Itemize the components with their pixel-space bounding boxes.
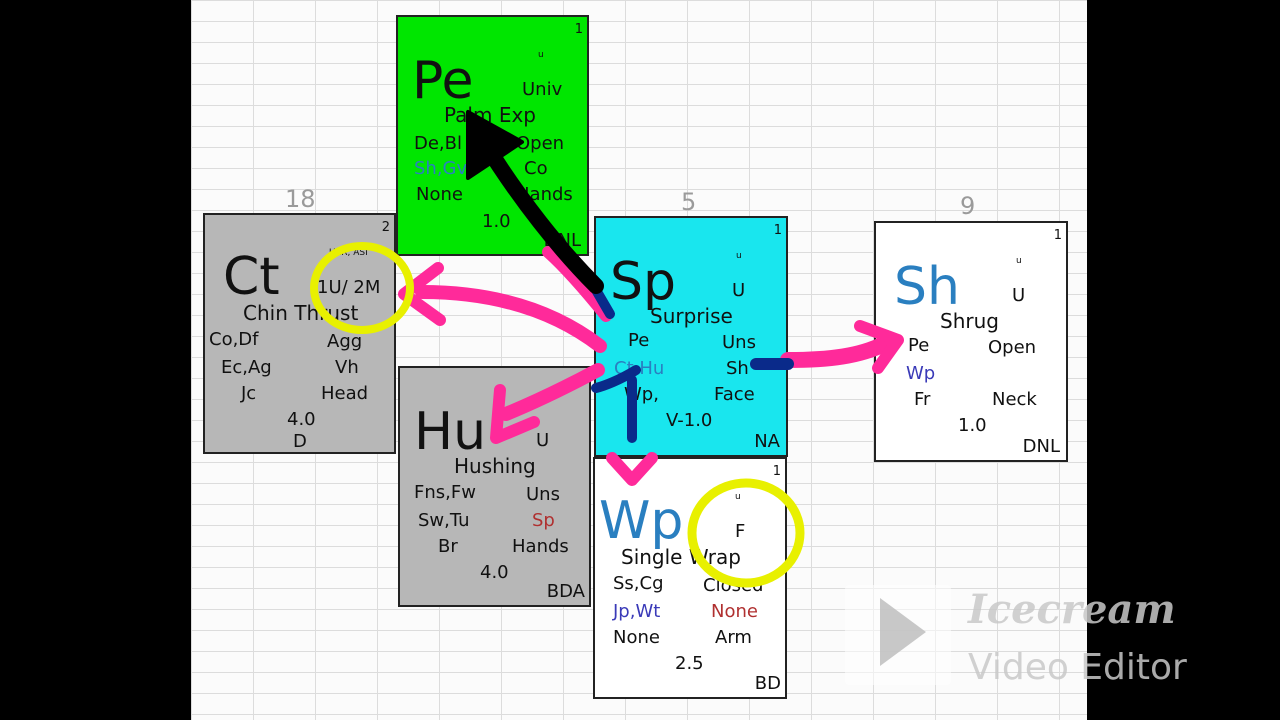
tile-name: Chin Thrust — [243, 301, 359, 325]
play-icon — [880, 598, 926, 666]
tile-left-1: Co,Df — [209, 329, 259, 350]
tile-name: Hushing — [454, 454, 536, 478]
tile-left-2: Jp,Wt — [613, 601, 661, 622]
tile-right-2: Co — [524, 158, 548, 179]
tile-left-1: De,Bl — [414, 133, 463, 154]
tile-left-1: Pe — [628, 330, 650, 351]
watermark-brand: Icecream — [968, 586, 1176, 633]
tile-symbol: Ct — [223, 247, 280, 307]
tile-superscript: u — [736, 251, 742, 261]
tile-right-1: Agg — [327, 331, 363, 352]
tile-symbol: Sp — [610, 252, 677, 312]
tile-left-2: Sh,Gv — [414, 158, 468, 179]
tile-code: NA — [754, 431, 780, 452]
tile-left-3: Fr — [914, 389, 931, 410]
tile-top-right: 1U/ 2M — [317, 277, 381, 298]
tile-corner-number: 1 — [1053, 228, 1062, 243]
tile-name: Single Wrap — [621, 545, 741, 569]
column-number-sh: 9 — [960, 192, 976, 220]
column-number-ct: 18 — [285, 185, 316, 213]
tile-top-right: U — [536, 430, 550, 451]
tile-code: BDA — [546, 581, 585, 602]
tile-superscript: u — [538, 50, 544, 60]
tile-code: DNL — [543, 230, 581, 251]
tile-top-right: U — [1012, 285, 1026, 306]
tile-superscript: u — [735, 492, 741, 502]
tile-chin-thrust: 2 Ct UER, ASI 1U/ 2M Chin Thrust Co,Df A… — [203, 213, 396, 454]
tile-value: 1.0 — [958, 415, 987, 436]
tile-superscript: u — [1016, 256, 1022, 266]
tile-value: V-1.0 — [666, 410, 713, 431]
tile-symbol: Pe — [412, 51, 474, 111]
tile-right-3: Hands — [516, 184, 573, 205]
tile-left-2: Wp — [906, 363, 936, 384]
tile-value: 4.0 — [287, 409, 316, 430]
tile-superscript: UER, ASI — [329, 248, 368, 258]
tile-corner-number: 2 — [576, 373, 585, 388]
tile-right-3: Hands — [512, 536, 569, 557]
tile-right-2: Sp — [532, 510, 555, 531]
tile-right-2: Vh — [335, 357, 359, 378]
tile-code: D — [293, 431, 307, 452]
tile-value: 4.0 — [480, 562, 509, 583]
tile-single-wrap: 1 Wp u F Single Wrap Ss,Cg Closed Jp,Wt … — [593, 457, 787, 699]
tile-corner-number: 2 — [381, 220, 390, 235]
tile-code: DNL — [1022, 436, 1060, 457]
tile-right-3: Arm — [715, 627, 752, 648]
tile-palm-exp: 1 Pe u Univ Palm Exp De,Bl Open Sh,Gv Co… — [396, 15, 589, 256]
tile-top-right: F — [735, 521, 746, 542]
tile-top-right: Univ — [522, 79, 563, 100]
tile-symbol: Wp — [599, 491, 684, 551]
tile-hushing: 2 Hu U Hushing Fns,Fw Uns Sw,Tu Sp Br Ha… — [398, 366, 591, 607]
tile-right-3: Head — [321, 383, 369, 404]
tile-shrug: 1 Sh u U Shrug Pe Open Wp Fr Neck 1.0 DN… — [874, 221, 1068, 462]
tile-left-2: Sw,Tu — [418, 510, 470, 531]
tile-corner-number: 1 — [574, 22, 583, 37]
tile-left-3: Br — [438, 536, 458, 557]
tile-left-2: Ec,Ag — [221, 357, 272, 378]
watermark-subtitle: Video Editor — [968, 647, 1187, 688]
tile-name: Surprise — [650, 304, 733, 328]
tile-value: 2.5 — [675, 653, 704, 674]
tile-left-3: Jc — [241, 383, 257, 404]
tile-left-2: Ct,Hu — [614, 358, 665, 379]
tile-corner-number: 1 — [773, 223, 782, 238]
tile-code: BD — [754, 673, 781, 694]
tile-right-1: Closed — [703, 575, 764, 596]
tile-surprise: 1 Sp u U Surprise Pe Uns Ct,Hu Sh Wp, Fa… — [594, 216, 788, 457]
tile-symbol: Sh — [894, 257, 960, 317]
tile-right-3: Neck — [992, 389, 1037, 410]
tile-right-3: Face — [714, 384, 755, 405]
tile-right-2: Sh — [726, 358, 749, 379]
tile-corner-number: 1 — [772, 464, 781, 479]
tile-name: Shrug — [940, 309, 999, 333]
tile-left-3: Wp, — [624, 384, 659, 405]
tile-symbol: Hu — [414, 402, 487, 462]
tile-left-3: None — [416, 184, 463, 205]
tile-top-right: U — [732, 280, 746, 301]
tile-right-1: Uns — [722, 332, 756, 353]
tile-left-1: Fns,Fw — [414, 482, 476, 503]
tile-left-1: Ss,Cg — [613, 573, 664, 594]
tile-left-3: None — [613, 627, 660, 648]
tile-right-1: Open — [516, 133, 565, 154]
tile-right-1: Uns — [526, 484, 560, 505]
column-number-sp: 5 — [681, 188, 697, 216]
tile-right-2: None — [711, 601, 758, 622]
tile-right-1: Open — [988, 337, 1037, 358]
tile-value: 1.0 — [482, 211, 511, 232]
tile-name: Palm Exp — [444, 103, 536, 127]
tile-left-1: Pe — [908, 335, 930, 356]
